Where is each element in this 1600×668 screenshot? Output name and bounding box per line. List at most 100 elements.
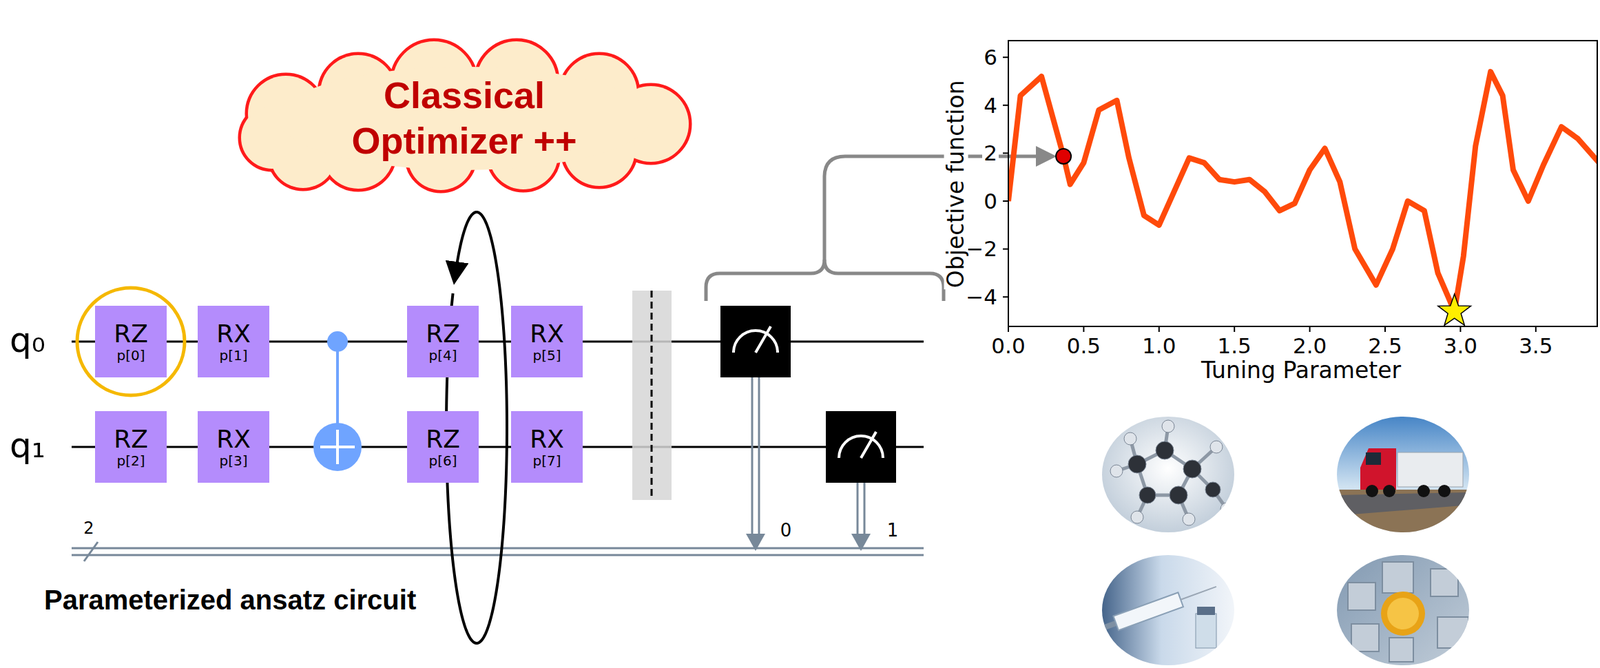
y-tick-label: 6 — [982, 46, 999, 69]
wheel — [1365, 484, 1379, 498]
atom — [1110, 464, 1123, 478]
x-tick — [1459, 326, 1461, 332]
barrel — [1113, 592, 1183, 631]
meter-arc — [838, 435, 883, 459]
picture-ground — [1099, 412, 1238, 537]
bracket-arrow — [705, 156, 1053, 301]
circuit-caption: Parameterized ansatz circuit — [42, 585, 418, 615]
y-tick — [1002, 248, 1009, 251]
node-title: RZ — [425, 320, 461, 348]
road — [1334, 492, 1472, 516]
measure-arrow-head — [851, 533, 871, 552]
node-parameter: p[7] — [532, 453, 561, 469]
current-point — [1055, 148, 1072, 164]
x-tick-label: 1.5 — [1217, 334, 1252, 358]
wheel — [1417, 484, 1430, 498]
atom — [1130, 511, 1144, 524]
truck-picture — [1334, 412, 1472, 538]
trailer — [1397, 452, 1463, 487]
atom — [1124, 432, 1137, 445]
classical-register-wire — [71, 547, 924, 550]
atom — [1205, 482, 1221, 498]
x-tick-label: 0.5 — [1066, 334, 1101, 358]
cnot-control — [327, 331, 348, 352]
measure-arrow-head — [745, 533, 766, 552]
y-tick-label: 2 — [982, 141, 999, 165]
register-slash — [84, 542, 98, 562]
atom — [1220, 502, 1233, 516]
node-title: RX — [529, 320, 565, 348]
y-tick — [1002, 56, 1009, 58]
vaccine-picture — [1097, 548, 1238, 668]
block-cube — [1351, 624, 1379, 652]
atom — [1183, 460, 1202, 479]
bracket-half — [824, 259, 944, 301]
atom — [1161, 420, 1175, 433]
node-parameter: p[1] — [219, 347, 248, 363]
block-cube — [1437, 617, 1469, 649]
block-cube — [1430, 568, 1459, 597]
measure-wire — [863, 482, 866, 536]
objective-curve — [1008, 71, 1598, 312]
register-size: 2 — [83, 520, 94, 538]
node-parameter: p[5] — [532, 347, 561, 363]
vial-cap — [1197, 606, 1215, 616]
atom — [1169, 486, 1188, 505]
node-parameter: p[4] — [428, 347, 457, 363]
x-tick-label: 1.0 — [1141, 334, 1176, 358]
measure-wire — [758, 377, 761, 536]
node-parameter: p[6] — [428, 453, 457, 469]
atom — [1182, 513, 1196, 526]
x-tick-label: 2.5 — [1367, 334, 1402, 358]
needle — [1180, 586, 1217, 600]
x-tick-label: 3.5 — [1518, 334, 1553, 358]
x-tick-label: 2.0 — [1292, 334, 1327, 358]
x-tick-label: 0.0 — [991, 334, 1025, 358]
objective-chart — [1002, 40, 1600, 332]
plot-frame — [1008, 40, 1598, 327]
barrier-line — [650, 290, 653, 501]
highlight-ring — [77, 287, 185, 396]
x-axis-title: Tuning Parameter — [1201, 358, 1401, 383]
node-parameter: p[2] — [116, 453, 145, 469]
bit-index: 1 — [887, 521, 899, 540]
windshield — [1365, 452, 1381, 465]
quantum-circuit — [71, 287, 924, 562]
picture-ground — [1099, 548, 1238, 668]
x-tick — [1384, 326, 1386, 332]
measure-box — [720, 305, 791, 378]
y-tick-label: −4 — [964, 285, 999, 309]
coin — [1380, 591, 1426, 636]
cloud-fill — [278, 66, 651, 171]
wheel — [1383, 484, 1396, 498]
qubit-label: q₀ — [9, 322, 46, 359]
meter-needle — [860, 431, 877, 459]
x-tick — [1007, 326, 1010, 332]
atom — [1155, 441, 1174, 460]
bitcoin-picture — [1334, 548, 1472, 668]
rz-gate: RZp[4] — [407, 305, 479, 378]
y-tick-label: 0 — [982, 190, 999, 213]
rx-gate: RXp[5] — [511, 305, 583, 378]
rz-gate: RZp[6] — [407, 411, 479, 483]
optimizer-cloud-shape — [241, 41, 689, 191]
meter-arc — [733, 330, 778, 353]
x-tick — [1309, 326, 1311, 332]
optimizer-cloud: Classical Optimizer ++ — [319, 73, 609, 164]
rx-gate: RXp[3] — [197, 411, 270, 483]
vial — [1195, 613, 1217, 649]
y-tick — [1002, 296, 1009, 298]
optimum-star — [1438, 294, 1472, 326]
y-tick-label: −2 — [964, 237, 999, 261]
x-tick-label: 3.0 — [1443, 334, 1478, 358]
node-title: RX — [529, 425, 565, 454]
measure-wire — [856, 482, 859, 536]
molecule-picture — [1099, 412, 1238, 537]
cnot-target — [313, 422, 362, 472]
rz-gate: RZp[2] — [95, 411, 167, 483]
x-tick — [1535, 326, 1537, 332]
node-title: RZ — [113, 425, 149, 454]
x-tick — [1233, 326, 1235, 332]
measure-wire — [751, 377, 754, 536]
